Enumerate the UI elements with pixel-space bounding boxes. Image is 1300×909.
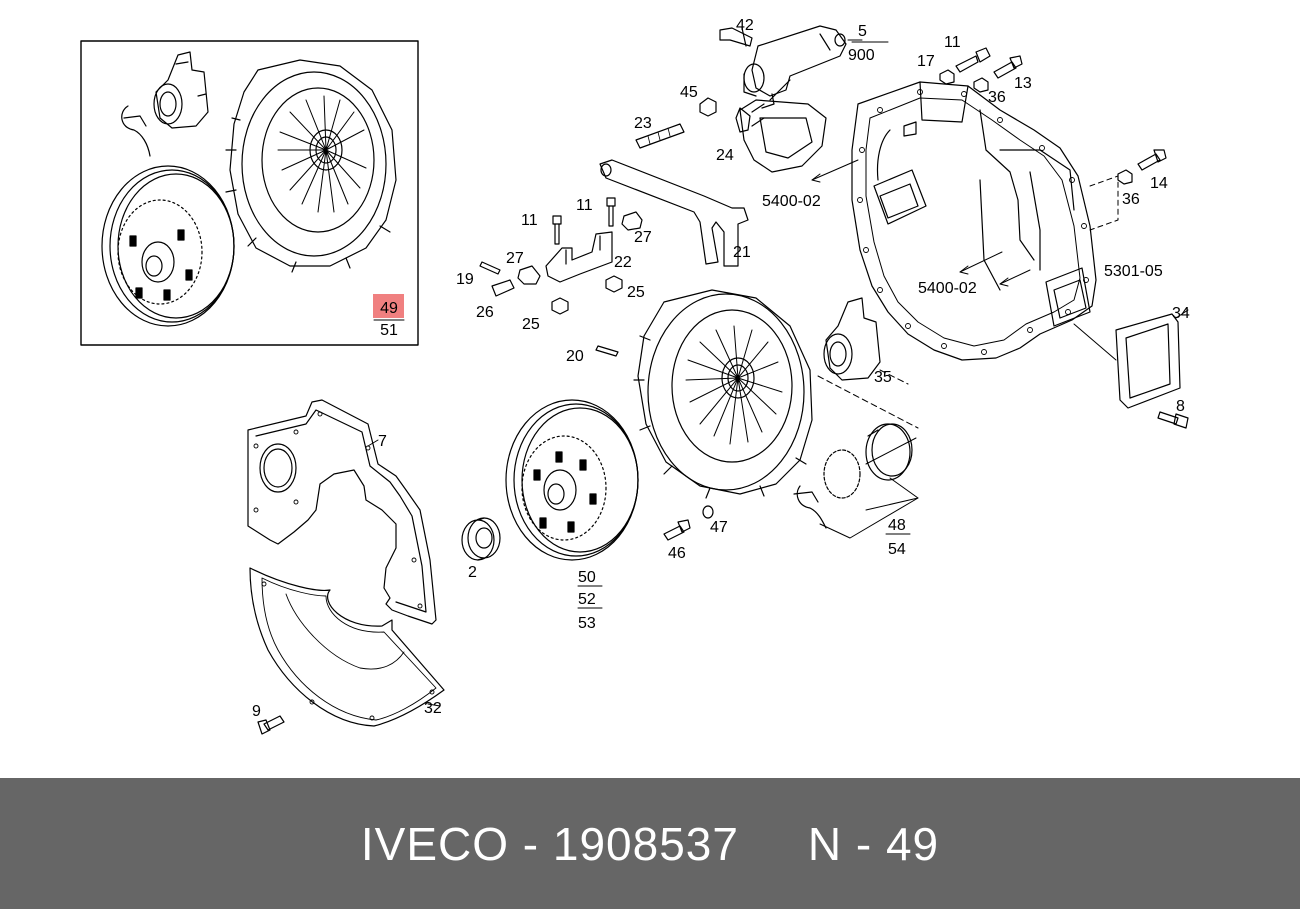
washer-36-a [973,77,989,93]
washer-36-b [1117,169,1133,185]
release-bearing-35 [823,297,881,381]
rubber-boot-24 [739,99,827,173]
inset-clutch-disc [101,165,235,327]
bracket-22 [545,231,613,283]
callout-24: 24 [716,147,734,164]
callout-50: 50 [578,569,596,586]
callout-20: 20 [566,348,584,365]
bushing-27-a [621,211,643,231]
callout-23: 23 [634,115,652,132]
callout-27-a: 27 [634,229,652,246]
pin-26 [491,279,515,297]
pilot-bearing-2 [461,517,501,561]
exploded-parts-diagram: 49 51 42 5 900 45 [80,17,1190,735]
highlight-49 [373,294,404,318]
slave-cylinder [719,25,847,133]
inset-release-bearing [121,51,209,157]
nut-25-a [551,297,569,315]
callout-9: 9 [252,703,261,720]
bushing-27-b [517,265,541,285]
callout-11-c: 11 [944,34,961,51]
spring-clip-54 [793,449,861,529]
pressure-plate [633,289,813,499]
callout-51: 51 [380,322,398,339]
callout-8: 8 [1176,398,1185,415]
washer-17 [939,69,955,85]
callout-47: 47 [710,519,728,536]
callout-54: 54 [888,541,906,558]
pin-20 [595,345,619,357]
callout-36-b: 36 [1122,191,1140,208]
callout-5400-02-lower: 5400-02 [918,280,977,297]
bolt-46 [663,519,691,541]
inset-kit-box: 49 51 [80,40,419,346]
nut-45 [699,97,717,117]
inset-pressure-plate [225,59,397,273]
clutch-housing-5301-05 [851,81,1097,361]
callout-34: 34 [1172,305,1190,322]
callout-25-b: 25 [627,284,645,301]
callout-35: 35 [874,369,892,386]
bolt-11-c [955,47,991,73]
diagram-canvas: 49 51 42 5 900 45 [80,17,1190,735]
callout-25-a: 25 [522,316,540,333]
washer-47 [702,505,714,519]
callout-26: 26 [476,304,494,321]
release-fork-21 [599,159,749,267]
callout-7: 7 [378,433,387,450]
bolt-13 [993,55,1023,79]
callout-21: 21 [733,244,751,261]
pin-19 [479,261,501,275]
callout-14: 14 [1150,175,1168,192]
bolt-11-b [606,197,616,227]
bolt-8 [1157,411,1189,429]
callout-5301-05: 5301-05 [1104,263,1163,280]
callout-32: 32 [424,700,442,717]
bolt-11-a [552,215,562,245]
ring-48 [865,423,913,481]
callout-2: 2 [468,564,477,581]
callout-5400-02-upper: 5400-02 [762,193,821,210]
cover-plate-34 [1115,313,1181,409]
callout-46: 46 [668,545,686,562]
callout-42: 42 [736,17,754,34]
stud-23 [635,123,685,149]
part-number-caption: IVECO - 1908537 N - 49 [360,817,940,870]
callout-5: 5 [858,23,867,40]
bolt-14 [1137,149,1167,171]
callout-11-b: 11 [576,197,593,214]
callout-36-a: 36 [988,89,1006,106]
callout-11-a: 11 [521,212,538,229]
callout-49: 49 [380,300,398,317]
callout-53: 53 [578,615,596,632]
callout-48: 48 [888,517,906,534]
callout-52: 52 [578,591,596,608]
callout-17: 17 [917,53,935,70]
footer-bar: IVECO - 1908537 N - 49 [0,778,1300,909]
callout-900: 900 [848,47,875,64]
callout-22: 22 [614,254,632,271]
clutch-disc [505,399,639,561]
bolt-9 [257,715,285,735]
cover-plate-7 [247,399,437,625]
callout-13: 13 [1014,75,1032,92]
dust-shield-32 [249,567,445,727]
callout-19: 19 [456,271,474,288]
nut-25-b [605,275,623,293]
callout-45: 45 [680,84,698,101]
callout-27-b: 27 [506,250,524,267]
